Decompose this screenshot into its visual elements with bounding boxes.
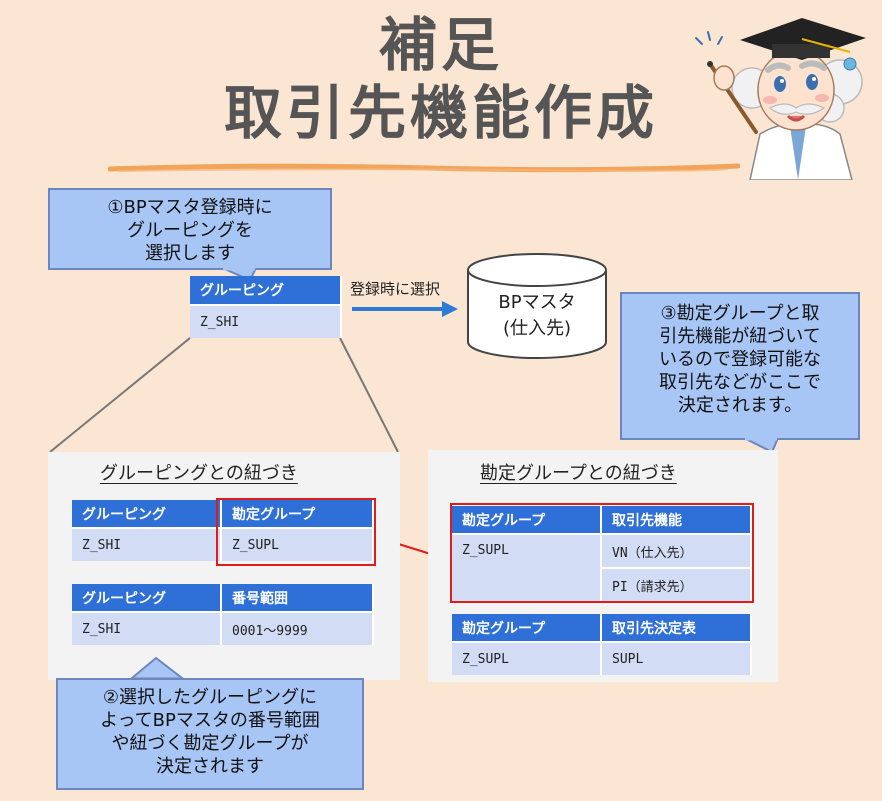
- callout3-line5: 決定されます。: [677, 395, 803, 416]
- grouping-link-panel: [48, 452, 400, 680]
- number-range-value: 0001～9999: [221, 611, 374, 645]
- account-group-value: Z_SUPL: [221, 527, 374, 561]
- number-range-header: 番号範囲: [221, 584, 374, 612]
- db-line2: (仕入先): [502, 318, 572, 339]
- partner-function-vn: VN（仕入先）: [601, 533, 752, 568]
- grouping-number-range-table: グルーピング 番号範囲 Z_SHI 0001～9999: [72, 584, 374, 645]
- callout3-line3: いるので登録可能な: [659, 349, 821, 370]
- callout-grouping-result: ②選択したグルーピングに よってBPマスタの番号範囲 や紐づく勘定グループが 決…: [56, 678, 364, 790]
- account-group-header-r2: 勘定グループ: [452, 614, 602, 642]
- partner-function-header: 取引先機能: [601, 506, 752, 534]
- account-group-function-table: 勘定グループ 取引先機能 Z_SUPL VN（仕入先） PI（請求先）: [452, 506, 752, 601]
- left-panel-title: グルーピングとの紐づき: [100, 463, 298, 484]
- grouping-value-2: Z_SHI: [72, 611, 222, 645]
- callout3-line2: 引先機能が紐づいて: [659, 326, 821, 347]
- title-line1: 補足: [378, 11, 503, 79]
- highlight-account-group-left: [216, 498, 376, 566]
- grouping-value: Z_SHI: [72, 527, 222, 561]
- partner-determination-header: 取引先決定表: [601, 614, 752, 642]
- account-group-header: 勘定グループ: [221, 500, 374, 528]
- account-group-value-r2: Z_SUPL: [452, 641, 602, 675]
- partner-determination-value: SUPL: [601, 641, 752, 675]
- callout3-tail: [743, 438, 780, 454]
- callout-account-group: ③勘定グループと取 引先機能が紐づいて いるので登録可能な 取引先などがここで …: [620, 292, 860, 440]
- callout1-line1: ①BPマスタ登録時に: [107, 197, 273, 218]
- callout-bp-register: ①BPマスタ登録時に グルーピングを 選択します: [48, 188, 332, 270]
- partner-function-pi: PI（請求先）: [601, 567, 752, 601]
- callout1-line2: グルーピングを: [127, 220, 253, 241]
- callout3-line4: 取引先などがここで: [659, 372, 821, 393]
- right-panel-title: 勘定グループとの紐づき: [480, 463, 677, 484]
- grouping-header: グルーピング: [72, 500, 222, 528]
- top-grouping-table: グルーピング Z_SHI: [190, 276, 342, 338]
- title-line2: 取引先機能作成: [223, 79, 658, 147]
- arrow-label: 登録時に選択: [350, 280, 441, 298]
- db-line1: BPマスタ: [498, 292, 576, 313]
- db-label: BPマスタ (仕入先): [466, 290, 608, 342]
- account-group-determination-table: 勘定グループ 取引先決定表 Z_SUPL SUPL: [452, 614, 752, 675]
- highlight-account-group-right: [450, 503, 754, 603]
- orange-divider: [108, 163, 740, 173]
- callout1-line3: 選択します: [145, 243, 235, 264]
- top-table-value: Z_SHI: [190, 304, 342, 338]
- grouping-account-table: グルーピング 勘定グループ Z_SHI Z_SUPL: [72, 500, 374, 561]
- callout2-line4: 決定されます: [156, 756, 264, 777]
- callout2-line2: よってBPマスタの番号範囲: [100, 710, 320, 731]
- grouping-header-2: グルーピング: [72, 584, 222, 612]
- top-table-header: グルーピング: [190, 276, 342, 305]
- callout2-line3: や紐づく勘定グループが: [111, 733, 309, 754]
- account-group-key: Z_SUPL: [452, 533, 602, 601]
- callout3-line1: ③勘定グループと取: [660, 303, 820, 324]
- callout2-line1: ②選択したグルーピングに: [102, 687, 318, 708]
- callout2-tail: [129, 656, 185, 680]
- database-cylinder-icon: [467, 253, 607, 359]
- account-group-header-r1: 勘定グループ: [452, 506, 602, 534]
- professor-mascot-icon: [695, 18, 866, 180]
